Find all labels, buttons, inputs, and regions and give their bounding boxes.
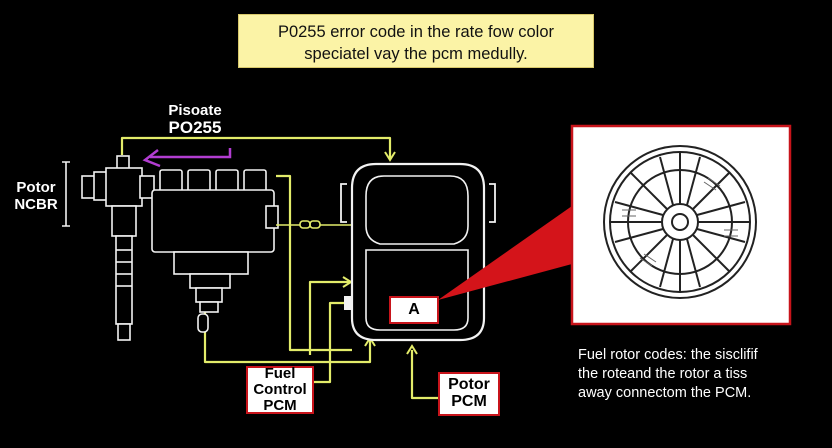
wiring [120, 136, 438, 400]
caption: Fuel rotor codes: the sisclifif the rote… [578, 346, 818, 403]
callout-pointer [438, 206, 572, 300]
wire-mid [308, 280, 352, 355]
label-p0255: PO255 [168, 118, 222, 137]
purple-arrow [142, 148, 232, 168]
label-potor: Potor [16, 179, 56, 196]
label-pisoate: Pisoate [168, 102, 222, 119]
label-pcm-left: PCM [263, 396, 297, 414]
zoom-panel [570, 124, 792, 326]
wire-fuel-control [314, 301, 346, 384]
wire-top [120, 136, 392, 158]
bracket [62, 161, 70, 227]
label-control: Control [253, 381, 307, 399]
label-pcm-bottom: PCM [451, 393, 487, 410]
label-ncbr: NCBR [14, 196, 58, 213]
arrow-down-icon [384, 151, 396, 162]
arrow-up-icon [406, 344, 418, 355]
label-potor-bottom: Potor [448, 376, 490, 394]
potor-pcm-box: Potor PCM [438, 372, 500, 416]
title-line-1: P0255 error code in the rate fow color [277, 23, 555, 41]
injector-icon [81, 155, 155, 341]
connector-icon [276, 220, 352, 229]
label-fuel: Fuel [264, 365, 296, 383]
pcm-marker-a: A [389, 296, 439, 324]
label-marker-a: A [408, 300, 420, 318]
wire-bottom-loop [203, 310, 372, 364]
caption-line-2: the roteand the rotor a tiss [578, 366, 748, 382]
fuel-control-pcm-box: Fuel Control PCM [246, 366, 314, 414]
rotor-wheel-icon [603, 145, 757, 299]
fuel-pump-icon [151, 169, 279, 333]
caption-line-1: Fuel rotor codes: the sisclifif [578, 347, 758, 363]
title-banner: P0255 error code in the rate fow color s… [238, 14, 594, 68]
wire-potor-pcm [410, 350, 438, 400]
caption-line-3: away connectom the PCM. [578, 385, 752, 401]
wire-pump-to-pcm [276, 174, 352, 352]
title-line-2: speciatel vay the pcm medully. [304, 45, 528, 63]
